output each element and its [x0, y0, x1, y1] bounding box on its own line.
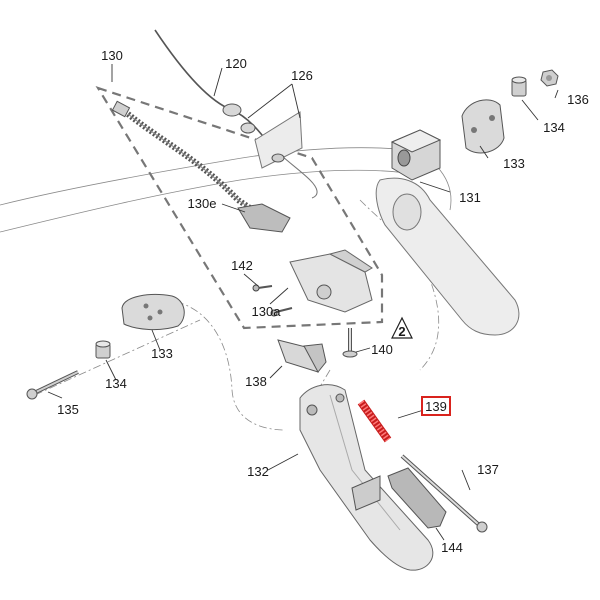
part-134-top: [511, 76, 527, 97]
part-133-left: [121, 294, 185, 331]
callout-132: 132: [247, 464, 269, 479]
part-132: [299, 384, 434, 571]
callout-142: 142: [231, 258, 253, 273]
callout-130: 130: [101, 48, 123, 63]
callout-135: 135: [57, 402, 79, 417]
part-134-left: [95, 340, 111, 359]
step-marker: 2: [391, 316, 413, 339]
spring-cable-130: [111, 100, 252, 211]
part-144: [387, 467, 447, 529]
part-131: [390, 129, 442, 181]
leader-lines: [47, 64, 559, 541]
callout-137: 137: [477, 462, 499, 477]
part-133-top: [461, 99, 505, 154]
part-137: [400, 454, 488, 533]
part-139-spring: [357, 399, 392, 443]
highlight-box-139: [421, 396, 451, 416]
callout-134-left: 134: [105, 376, 127, 391]
callout-136: 136: [567, 92, 589, 107]
part-136: [540, 69, 559, 87]
callout-130a: 130a: [252, 304, 282, 319]
callout-130e: 130e: [188, 196, 217, 211]
screw-142: [252, 284, 293, 317]
callout-139: 139: [425, 399, 447, 414]
part-140: [342, 328, 358, 358]
callout-120: 120: [225, 56, 247, 71]
callout-126: 126: [291, 68, 313, 83]
callout-labels: 130 120 126 136 134 133 131 130e 142 130…: [57, 48, 589, 555]
callout-133-left: 133: [151, 346, 173, 361]
part-135: [26, 370, 79, 400]
callout-144: 144: [441, 540, 463, 555]
callout-140: 140: [371, 342, 393, 357]
grommet-126: [222, 103, 303, 169]
callout-131: 131: [459, 190, 481, 205]
callout-133-top: 133: [503, 156, 525, 171]
handle-grip: [375, 177, 520, 336]
callout-134-top: 134: [543, 120, 565, 135]
part-130a: [289, 249, 373, 313]
part-138: [277, 339, 327, 373]
part-130e: [237, 203, 291, 233]
callout-138: 138: [245, 374, 267, 389]
step-marker-number: 2: [398, 324, 405, 339]
